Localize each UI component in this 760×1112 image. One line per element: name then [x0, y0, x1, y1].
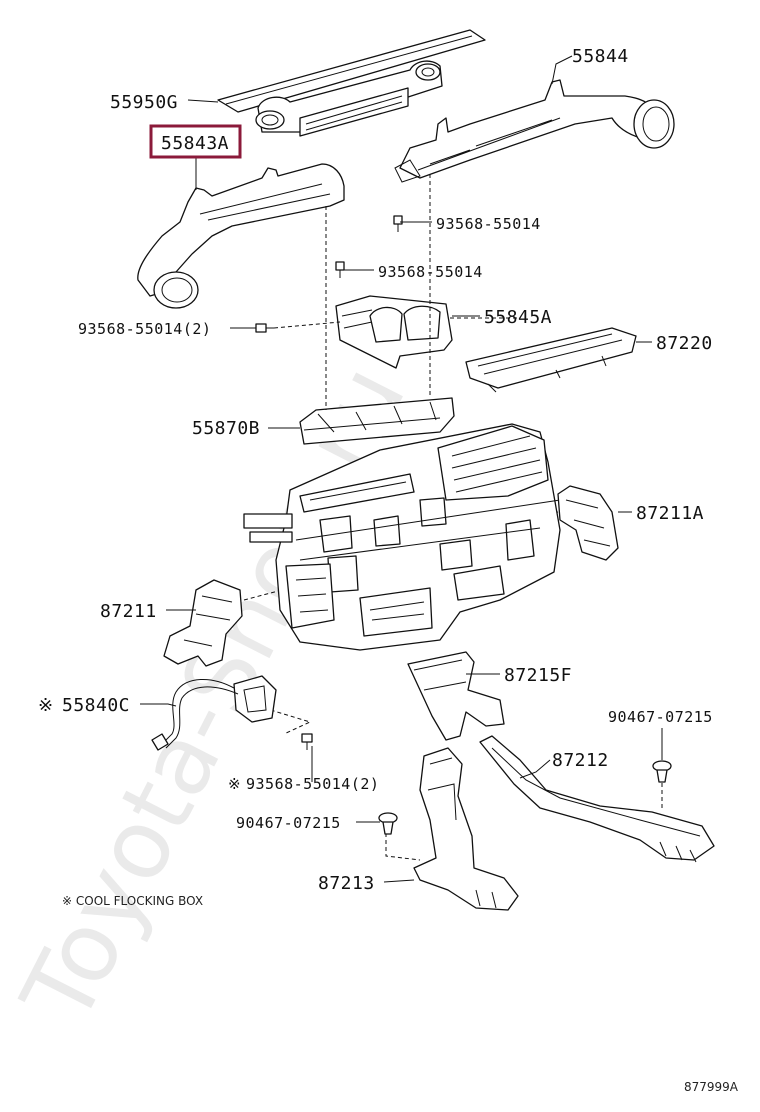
- label-55870b: 55870B: [192, 418, 260, 439]
- label-55844: 55844: [572, 46, 629, 67]
- mark-icon-93568-d: ※: [228, 775, 241, 793]
- label-93568-a: 93568-55014: [436, 215, 541, 233]
- part-87213-drawing: [413, 747, 519, 911]
- heater-unit-drawing: [243, 423, 561, 651]
- clip-icon-1: [652, 760, 672, 783]
- label-55840c: 55840C: [62, 695, 130, 716]
- part-87215f-drawing: [407, 651, 505, 741]
- label-55843a[interactable]: 55843A: [161, 133, 229, 154]
- label-87220: 87220: [656, 333, 713, 354]
- part-87211a-drawing: [557, 485, 619, 561]
- label-55845a: 55845A: [484, 307, 552, 328]
- diagram-code: 877999A: [684, 1080, 739, 1094]
- part-87212-drawing: [479, 735, 715, 863]
- label-93568-d: 93568-55014(2): [246, 775, 379, 793]
- screw-icon-4: [301, 733, 313, 750]
- screw-icon-2: [335, 261, 345, 278]
- part-55843a-drawing: [137, 163, 345, 309]
- part-87211-drawing: [163, 579, 243, 667]
- part-55840c-drawing: [151, 675, 277, 751]
- label-90467-a: 90467-07215: [608, 708, 713, 726]
- leader-lines: [140, 55, 663, 883]
- label-87211a: 87211A: [636, 503, 704, 524]
- screw-icon-3: [255, 323, 274, 333]
- mark-icon-55840c: ※: [38, 695, 54, 716]
- highlight-box: [149, 124, 242, 159]
- part-55870b-drawing: [299, 397, 455, 445]
- screw-icon-1: [393, 215, 403, 232]
- label-87211: 87211: [100, 601, 157, 622]
- part-55845a-drawing: [335, 295, 453, 369]
- label-93568-c: 93568-55014(2): [78, 320, 211, 338]
- label-55950g: 55950G: [110, 92, 178, 113]
- clip-icon-2: [378, 812, 398, 835]
- part-55950g-drawing: [217, 29, 486, 137]
- part-87220-drawing: [465, 327, 637, 393]
- label-93568-b: 93568-55014: [378, 263, 483, 281]
- part-55844-drawing: [394, 79, 675, 183]
- legend-note: ※ COOL FLOCKING BOX: [62, 894, 203, 908]
- label-87212: 87212: [552, 750, 609, 771]
- label-90467-b: 90467-07215: [236, 814, 341, 832]
- label-87215f: 87215F: [504, 665, 572, 686]
- label-87213: 87213: [318, 873, 375, 894]
